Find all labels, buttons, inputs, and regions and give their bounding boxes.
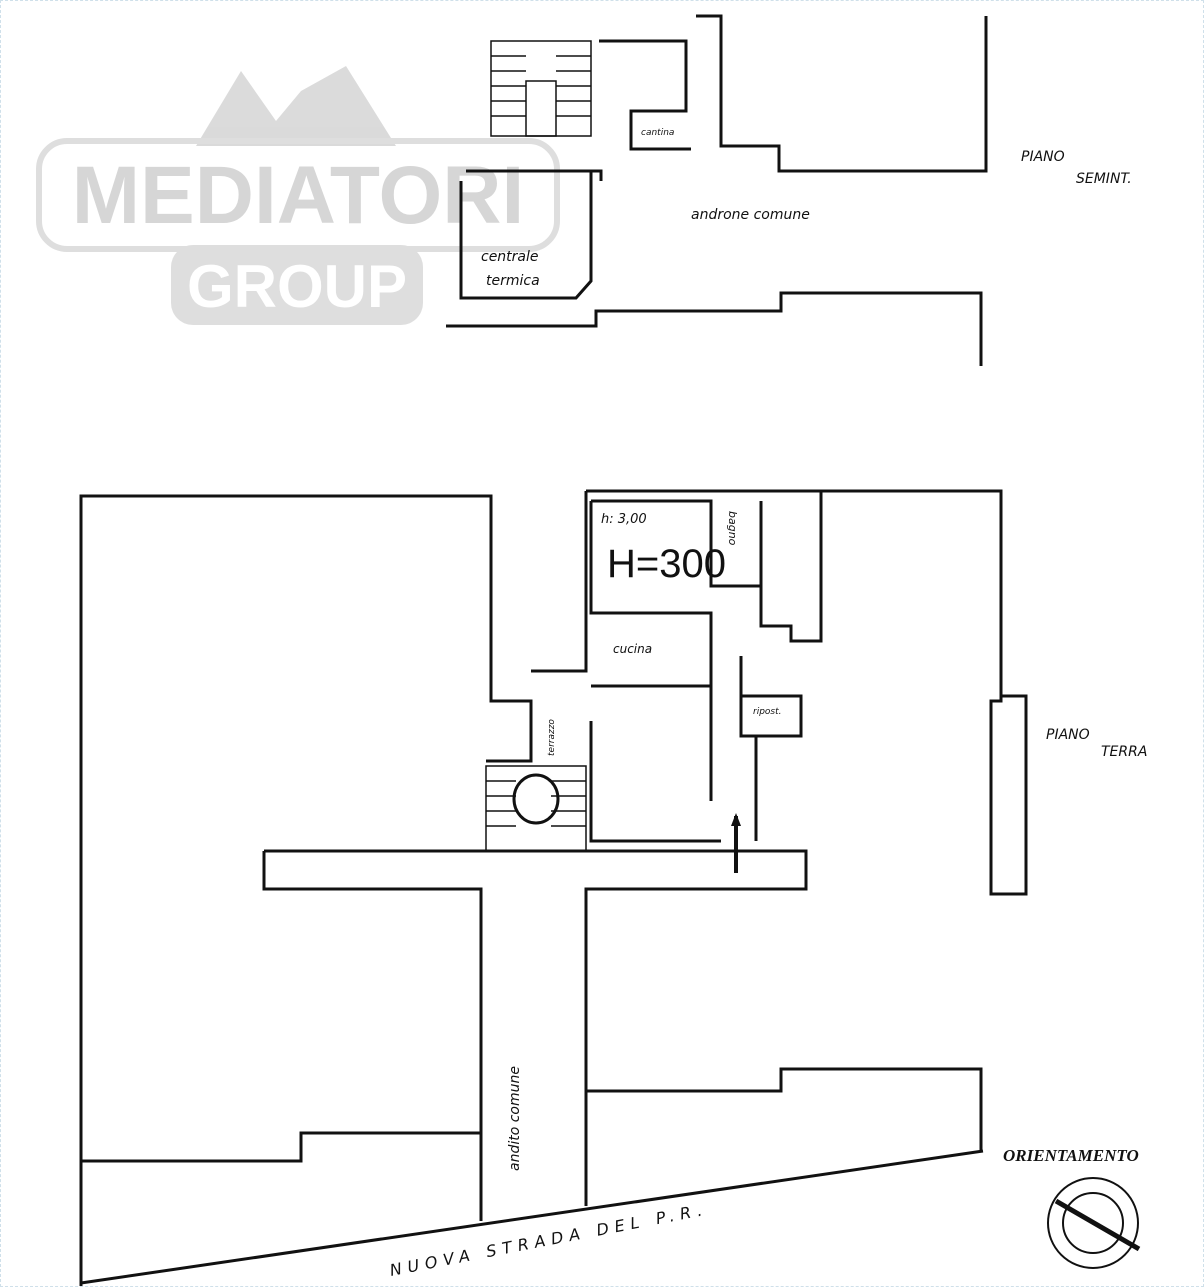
- basement-floor-label-1: PIANO: [1021, 149, 1065, 165]
- room-label-cellar: cantina: [641, 128, 674, 138]
- ground-floor-label-2: TERRA: [1101, 744, 1147, 760]
- compass-outer-ring: [1047, 1177, 1139, 1269]
- height-label-small: h: 3,00: [601, 512, 647, 527]
- orientation-compass: ORIENTAMENTO: [1003, 1146, 1141, 1269]
- basement-plan: PIANO SEMINT. centrale termica androne c…: [446, 14, 1132, 366]
- compass-needle-icon: [1054, 1198, 1141, 1252]
- room-label-kitchen: cucina: [613, 642, 652, 656]
- watermark-text-group: GROUP: [187, 253, 407, 320]
- basement-floor-label-2: SEMINT.: [1076, 171, 1132, 187]
- street-label: NUOVA STRADA DEL P.R.: [388, 1200, 709, 1280]
- watermark-logo: MEDIATORI GROUP: [36, 66, 560, 325]
- room-label-storage: ripost.: [753, 707, 782, 717]
- ground-plan: h: 3,00 H=300 bagno cucina ripost. terra…: [79, 489, 1147, 1286]
- orientation-label: ORIENTAMENTO: [1003, 1146, 1139, 1165]
- spiral-stair: [512, 773, 560, 825]
- room-label-boiler-2: termica: [486, 273, 540, 289]
- room-label-bathroom: bagno: [726, 511, 739, 546]
- ground-floor-label-1: PIANO: [1046, 727, 1090, 743]
- room-label-hall: androne comune: [691, 207, 810, 223]
- watermark-text-mediatori: MEDIATORI: [72, 150, 525, 241]
- room-label-boiler-1: centrale: [481, 249, 539, 265]
- room-label-passage: andito comune: [507, 1066, 523, 1171]
- height-label-big: H=300: [607, 542, 726, 586]
- room-label-terrace: terrazzo: [547, 719, 557, 756]
